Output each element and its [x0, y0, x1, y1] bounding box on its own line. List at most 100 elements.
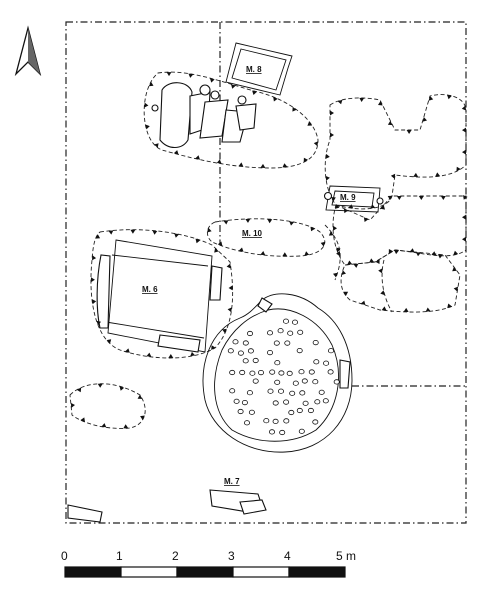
posthole	[252, 378, 259, 384]
posthole	[312, 339, 319, 346]
slope-marker	[168, 354, 174, 358]
slope-marker	[226, 263, 231, 269]
slope-marker	[310, 226, 315, 232]
excavation-frame	[65, 21, 467, 524]
slope-marker	[333, 272, 338, 278]
slope-marker	[415, 252, 421, 257]
slope-marker	[307, 121, 313, 126]
slope-marker	[108, 230, 114, 235]
slope-marker	[461, 105, 467, 111]
slope-marker	[217, 241, 223, 247]
posthole	[279, 429, 286, 436]
slope-marker	[260, 251, 266, 256]
slope-marker	[348, 204, 354, 209]
posthole	[283, 418, 290, 424]
scale-tick-label: 5 m	[336, 549, 356, 563]
slope-marker	[267, 219, 273, 224]
posthole	[242, 340, 249, 346]
posthole	[277, 328, 284, 334]
slope-marker	[144, 102, 149, 108]
slope-marker	[343, 291, 349, 296]
slope-marker	[456, 166, 461, 172]
posthole	[278, 370, 285, 376]
slope-marker	[330, 110, 334, 116]
posthole	[298, 428, 305, 434]
slope-marker	[403, 307, 409, 312]
posthole	[252, 357, 259, 364]
posthole	[289, 390, 296, 396]
slope-marker	[166, 72, 172, 77]
feature-label: M. 8	[246, 65, 262, 74]
slope-marker	[360, 300, 366, 306]
slope-marker	[227, 307, 232, 313]
posthole	[242, 358, 249, 364]
slope-marker	[325, 175, 330, 181]
posthole	[286, 370, 293, 376]
slope-marker	[146, 352, 152, 357]
slope-marker	[92, 299, 97, 305]
slope-marker	[336, 251, 341, 256]
slope-marker	[173, 150, 179, 155]
slope-marker	[453, 250, 459, 256]
slope-marker	[343, 208, 349, 214]
posthole	[333, 379, 340, 385]
posthole	[296, 347, 303, 354]
posthole	[318, 389, 325, 395]
feature-label: M. 9	[340, 193, 356, 202]
posthole	[307, 407, 314, 414]
slope-marker	[363, 217, 369, 222]
slope-marker	[76, 387, 82, 393]
slope-marker	[440, 196, 446, 200]
scale-tick-label: 1	[116, 549, 123, 563]
posthole	[291, 319, 298, 325]
slope-marker	[396, 196, 402, 200]
posthole	[283, 399, 290, 405]
slope-marker	[190, 351, 196, 357]
slope-marker	[462, 149, 466, 155]
posthole	[298, 369, 305, 375]
posthole	[323, 360, 330, 366]
slope-marker	[148, 81, 154, 87]
slope-marker	[334, 204, 340, 209]
slope-marker	[406, 130, 412, 134]
slope-marker	[325, 153, 330, 159]
slope-marker	[431, 251, 437, 256]
slope-marker	[418, 196, 424, 200]
posthole	[243, 420, 250, 426]
posthole	[269, 369, 276, 375]
slope-marker	[140, 415, 145, 420]
pit-outline	[69, 383, 146, 429]
posthole	[312, 379, 319, 385]
slope-marker	[154, 143, 159, 148]
feature-m9: M. 9	[323, 185, 384, 213]
slope-marker	[447, 303, 452, 309]
pit-outline	[381, 259, 393, 313]
feature-label: M. 10	[242, 229, 263, 238]
slope-marker	[452, 266, 457, 272]
posthole	[299, 390, 306, 396]
posthole	[284, 340, 291, 346]
posthole	[292, 380, 299, 386]
pit-outline	[340, 249, 461, 313]
scale-tick-label: 4	[284, 549, 291, 563]
slope-marker	[195, 238, 201, 244]
slope-marker	[137, 394, 143, 399]
slope-marker	[282, 163, 288, 168]
scale-segment	[64, 566, 122, 578]
posthole	[248, 409, 255, 415]
slope-marker	[369, 258, 375, 263]
posthole	[327, 369, 334, 375]
slope-marker	[462, 214, 466, 220]
slope-marker	[394, 249, 399, 255]
posthole	[273, 340, 280, 346]
posthole	[301, 378, 308, 384]
scale-tick-label: 2	[172, 549, 179, 563]
posthole	[266, 330, 273, 336]
slope-marker	[336, 247, 341, 253]
slope-marker	[390, 173, 396, 179]
slope-marker	[252, 90, 257, 95]
posthole	[277, 388, 284, 394]
scale-segment	[176, 566, 234, 578]
slope-marker	[453, 286, 459, 292]
slope-marker	[409, 248, 415, 253]
